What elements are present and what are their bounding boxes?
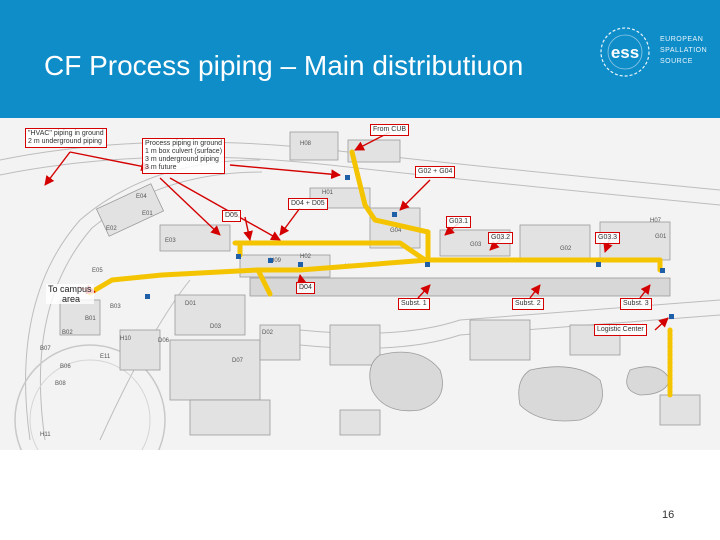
callout-line: Process piping in ground <box>145 140 223 147</box>
campus-line: To campus <box>48 284 92 294</box>
building-label: E05 <box>92 268 103 274</box>
building-label: B08 <box>55 381 66 387</box>
callout-line: 1 m box culvert (surface) <box>145 148 223 155</box>
building-label: E11 <box>100 354 111 360</box>
logo-line: SPALLATION <box>660 47 708 54</box>
pipe-from-cub <box>349 149 431 263</box>
campus-line: area <box>62 294 81 304</box>
callout-line: 3 m future <box>145 164 177 171</box>
building-label: B01 <box>85 316 96 322</box>
pipe-campus <box>87 267 261 296</box>
building-label: B07 <box>40 346 51 352</box>
building-label: E02 <box>106 226 117 232</box>
callout-subst-3: Subst. 3 <box>620 298 652 310</box>
pipe-connectors <box>145 175 674 319</box>
building-label: H02 <box>300 254 312 260</box>
callout-hvac: "HVAC" piping in ground 2 m underground … <box>25 128 107 148</box>
pipe-west-branch <box>255 257 431 273</box>
pipe-d04 <box>255 267 273 297</box>
callout-arrows <box>44 131 669 331</box>
buildings <box>59 131 701 436</box>
callout-line: 3 m underground piping <box>145 156 219 163</box>
building-label: D02 <box>262 330 274 336</box>
building-label: E03 <box>165 238 176 244</box>
callout-d05: D05 <box>222 210 241 222</box>
callout-g03-1: G03.1 <box>446 216 472 228</box>
slide-title: CF Process piping – Main distributiuon <box>44 50 524 81</box>
callout-process-piping: Process piping in ground 1 m box culvert… <box>142 138 226 174</box>
building-label: G02 <box>560 246 572 252</box>
building-label: D07 <box>232 358 244 364</box>
target-circle-outline <box>14 344 166 450</box>
campus-label: To campus area <box>46 284 94 304</box>
building-label: H10 <box>120 336 132 342</box>
callout-subst-1: Subst. 1 <box>398 298 430 310</box>
building-label: D03 <box>210 324 222 330</box>
logo-line: EUROPEAN <box>660 36 704 43</box>
callout-g02-g04: G02 + G04 <box>415 166 456 178</box>
building-label: D06 <box>158 338 170 344</box>
callout-d04: D04 <box>296 282 315 294</box>
building-label: H09 <box>270 258 282 264</box>
callout-d04-d05: D04 + D05 <box>288 198 328 210</box>
callout-g03-3: G03.3 <box>595 232 621 244</box>
building-label: D01 <box>185 301 197 307</box>
pipe-d05-branch <box>232 240 428 263</box>
logo-wordmark: EUROPEAN SPALLATION SOURCE <box>660 34 707 67</box>
building-label: B03 <box>110 304 121 310</box>
building-label: H11 <box>40 432 51 438</box>
callout-logistic-center: Logistic Center <box>594 324 647 336</box>
building-label: G01 <box>655 234 667 240</box>
building-label: B02 <box>62 330 73 336</box>
logo-line: SOURCE <box>660 58 693 65</box>
ponds <box>369 351 671 422</box>
building-label: E04 <box>136 194 147 200</box>
building-label: B06 <box>60 364 71 370</box>
callout-subst-2: Subst. 2 <box>512 298 544 310</box>
building-label: E01 <box>142 211 153 217</box>
callout-g03-2: G03.2 <box>488 232 514 244</box>
callout-from-cub: From CUB <box>370 124 410 136</box>
building-label: G04 <box>390 228 402 234</box>
slide-header <box>0 0 720 118</box>
ess-logo: ess <box>600 27 650 77</box>
page-number: 16 <box>662 509 675 521</box>
callout-line: 2 m underground piping <box>28 138 102 145</box>
site-plan-map: H08 H01 E04 E01 E02 E03 G04 G03 G02 G01 … <box>0 118 720 450</box>
building-label: H08 <box>300 141 312 147</box>
building-label: H07 <box>650 218 662 224</box>
building-label: H01 <box>322 190 334 196</box>
callout-line: "HVAC" piping in ground <box>28 130 104 137</box>
building-label: G03 <box>470 242 482 248</box>
logo-mark: ess <box>611 43 639 62</box>
